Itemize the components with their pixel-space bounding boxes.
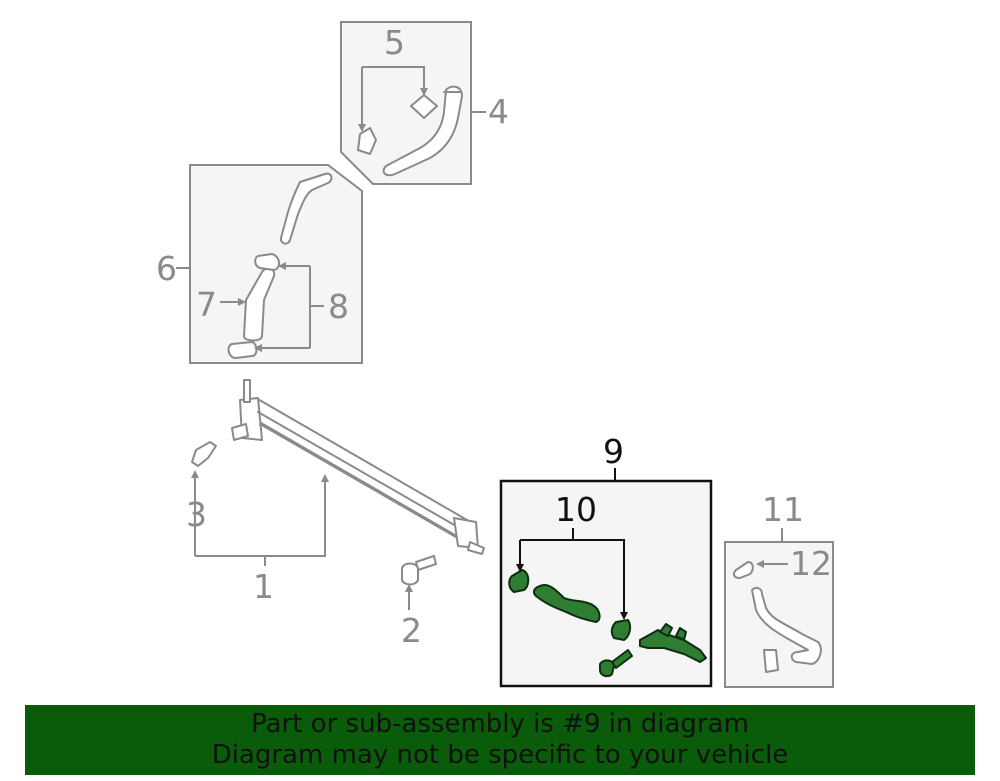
leader-8 — [260, 265, 324, 349]
clamp-10-left[interactable] — [508, 569, 530, 593]
hose-9[interactable] — [532, 584, 601, 623]
callout-7: 7 — [196, 285, 217, 324]
radiator-core-line-2 — [259, 423, 469, 545]
arrowhead-2 — [405, 584, 413, 592]
callout-4: 4 — [488, 92, 509, 131]
arrowhead-7 — [238, 298, 246, 306]
arrowheads-1 — [191, 470, 329, 482]
radiator-body — [255, 397, 475, 547]
radiator-outlet-left — [231, 423, 249, 441]
arrowhead-12 — [756, 560, 764, 568]
bolt-9[interactable] — [599, 649, 633, 678]
hose-4[interactable] — [382, 85, 463, 177]
callout-9: 9 — [603, 432, 624, 471]
clamp-5-diamond[interactable] — [410, 94, 438, 119]
hose-6-upper[interactable] — [279, 172, 333, 245]
clamp-8-bottom[interactable] — [227, 341, 258, 359]
bolt-2[interactable] — [401, 555, 437, 586]
clamp-8-top[interactable] — [254, 253, 280, 271]
callout-12: 12 — [790, 544, 832, 583]
callout-2: 2 — [401, 611, 422, 650]
clamp-5-small[interactable] — [357, 127, 377, 155]
bracket-3[interactable] — [191, 441, 217, 467]
radiator-outlet-right — [467, 541, 485, 555]
callout-10: 10 — [555, 490, 597, 529]
hose-group-4[interactable] — [340, 21, 472, 185]
leader-1 — [194, 478, 326, 566]
hose-group-11[interactable] — [724, 541, 834, 688]
group-box-9 — [499, 479, 713, 688]
clamp-10-right[interactable] — [610, 619, 632, 641]
pipe-9-brackets — [659, 623, 687, 641]
clamp-12[interactable] — [732, 561, 754, 579]
hose-group-9[interactable] — [499, 479, 713, 688]
leader-10 — [519, 528, 625, 614]
callout-5: 5 — [384, 23, 405, 62]
radiator-1[interactable] — [231, 379, 485, 555]
callout-1: 1 — [253, 567, 274, 606]
parts-diagram: 5 4 6 7 8 1 3 2 — [156, 21, 834, 688]
notice-banner: Part or sub-assembly is #9 in diagram Di… — [25, 705, 975, 775]
callout-11: 11 — [762, 490, 804, 529]
hose-11[interactable] — [751, 586, 822, 665]
callout-8: 8 — [328, 287, 349, 326]
radiator-core-line — [257, 411, 471, 535]
callout-3: 3 — [186, 495, 207, 534]
notice-line-2: Diagram may not be specific to your vehi… — [211, 740, 789, 770]
hose-11-fitting — [763, 649, 779, 673]
notice-line-1: Part or sub-assembly is #9 in diagram — [251, 709, 749, 739]
callout-6: 6 — [156, 249, 177, 288]
hose-group-6[interactable] — [189, 164, 363, 364]
radiator-inlet — [243, 379, 251, 403]
leader-5 — [361, 66, 425, 126]
